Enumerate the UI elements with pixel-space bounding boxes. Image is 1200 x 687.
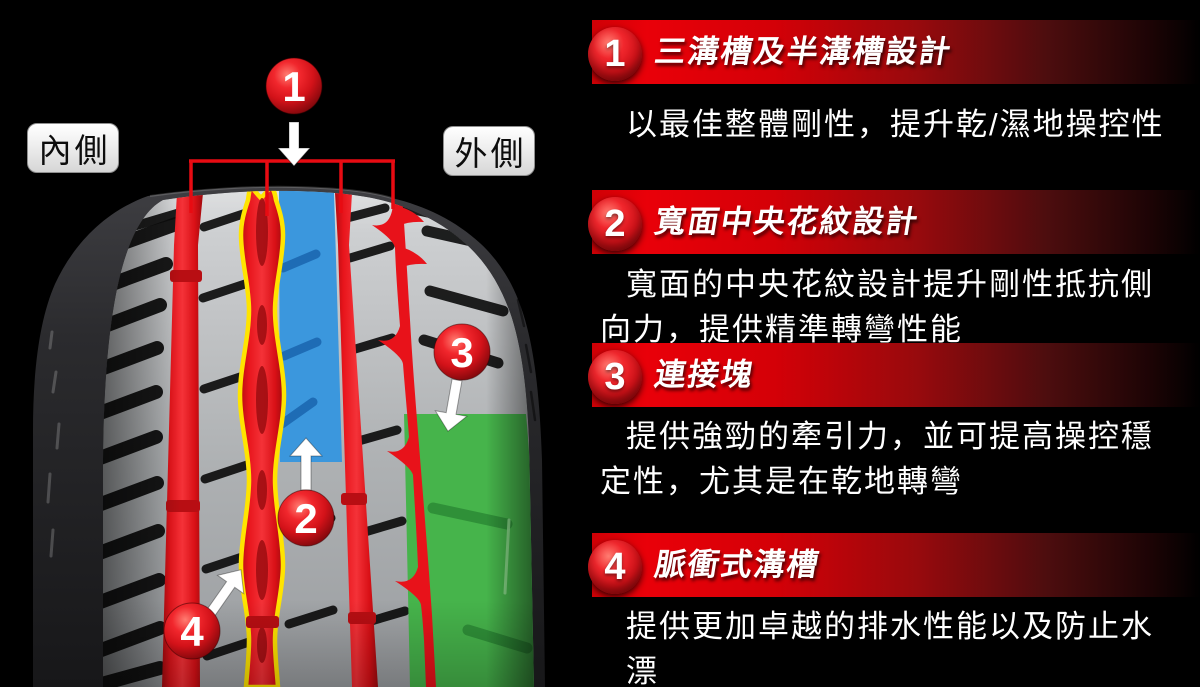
callout-4-badge: 4 [163,602,221,660]
feature-3-line-2: 定性，尤其是在乾地轉彎 [600,464,963,499]
callout-4-arrow [205,569,245,618]
feature-4-line-2: 漂 [626,654,659,687]
outer-side-label: 外側 [443,126,535,176]
feature-1-description: 以最佳整體剛性，提升乾/濕地操控性 [600,102,1190,147]
feature-3-description: 提供強勁的牽引力，並可提高操控穩 定性，尤其是在乾地轉彎 [600,414,1190,504]
callout-2-badge: 2 [277,489,335,547]
feature-4-line-1: 提供更加卓越的排水性能以及防止水 [626,609,1154,644]
callout-4-number: 4 [180,608,204,655]
feature-2-title: 寬面中央花紋設計 [652,204,922,239]
inner-side-text: 內側 [38,132,111,169]
feature-1-line-1: 以最佳整體剛性，提升乾/濕地操控性 [626,107,1165,142]
sidewall-right-texture [516,298,537,422]
callout-1-number: 1 [282,63,305,110]
callout-3-badge: 3 [433,323,491,381]
feature-3-header: 3 連接塊 [588,343,1200,407]
feature-1-number-badge: 1 [588,27,642,81]
feature-3-number-badge: 3 [588,350,642,404]
feature-1-header: 1 三溝槽及半溝槽設計 [588,20,1200,84]
feature-4-number-badge: 4 [588,540,642,594]
feature-4-title: 脈衝式溝槽 [652,547,823,582]
feature-4-header: 4 脈衝式溝槽 [588,533,1200,597]
outer-side-text: 外側 [454,135,527,172]
sidewall-lettering-texture [46,330,61,558]
callout-1-badge: 1 [265,57,323,115]
feature-3-title: 連接塊 [652,357,757,392]
blue-band-sipes [277,249,322,429]
feature-1-title: 三溝槽及半溝槽設計 [652,34,955,69]
feature-2-description: 寬面的中央花紋設計提升剛性抵抗側 向力，提供精準轉彎性能 [600,262,1190,352]
pulse-groove-highlight [372,194,436,687]
callout-2-arrow [288,437,324,491]
feature-2-number-badge: 2 [588,197,642,251]
feature-3-line-1: 提供強勁的牽引力，並可提高操控穩 [626,419,1154,454]
center-rib-highlight [237,190,287,687]
callout-2-number: 2 [294,495,317,542]
tire-figure: 1 2 3 4 內側 外側 [0,0,580,687]
callout-3-number: 3 [450,329,473,376]
feature-2-header: 2 寬面中央花紋設計 [588,190,1200,254]
feature-2-line-2: 向力，提供精準轉彎性能 [600,312,963,347]
callout-1-arrow [276,121,312,167]
feature-2-line-1: 寬面的中央花紋設計提升剛性抵抗側 [626,267,1154,302]
feature-4-description: 提供更加卓越的排水性能以及防止水 漂 [626,604,1200,687]
tire-illustration: 1 2 3 4 [33,57,545,687]
inner-side-label: 內側 [27,123,119,173]
callout-3-arrow [434,378,469,432]
